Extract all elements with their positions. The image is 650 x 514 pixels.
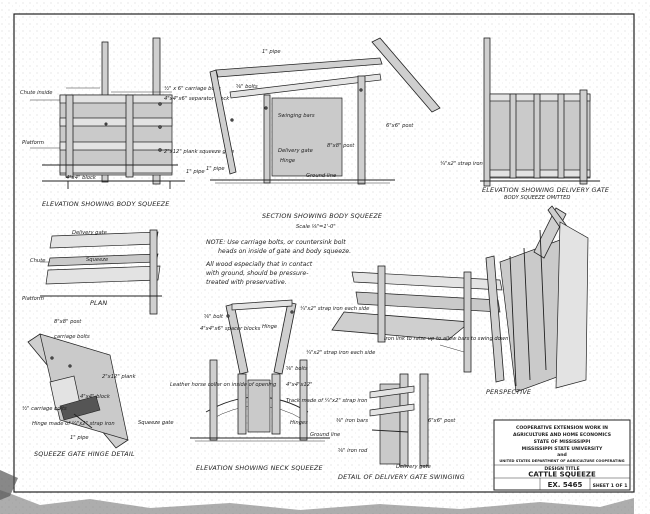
title-line-3: STATE OF MISSISSIPPI xyxy=(534,439,591,445)
title-line-5: and xyxy=(557,452,567,458)
label-iron-link: Iron link to raise up to allow bars to s… xyxy=(384,336,508,342)
label-delivery-gate: Delivery gate xyxy=(278,148,313,154)
label-swinging-bars: Swinging bars xyxy=(278,113,315,119)
label-iron-rod: ⅝" iron rod xyxy=(338,448,368,454)
label-hinge-post: 8"x8" post xyxy=(54,319,82,325)
label-plan-chute: Chute xyxy=(30,258,45,264)
note-line-2: heads on inside of gate and body squeeze… xyxy=(218,247,351,255)
label-post-8x8: 8"x8" post xyxy=(327,143,355,149)
note-line-4: with ground, should be pressure- xyxy=(206,269,308,277)
label-neck-ground-line: Ground line xyxy=(310,432,340,438)
elevation-body-squeeze-view: Chute inside Platform ½" x 6" carriage b… xyxy=(20,37,234,208)
label-hinge-pipe: 1" pipe xyxy=(70,435,89,441)
caption-hinge-detail: SQUEEZE GATE HINGE DETAIL xyxy=(34,450,135,458)
label-neck-hinge: Hinge xyxy=(262,324,277,330)
label-neck-strap-iron-2: ¼"x2" strap iron each side xyxy=(306,350,375,356)
note-line-5: treated with preservative. xyxy=(206,278,287,286)
title-block: COOPERATIVE EXTENSION WORK IN AGRICULTUR… xyxy=(493,419,631,491)
title-sheet-number: SHEET 1 OF 1 xyxy=(593,483,628,489)
label-plan-delivery-gate: Delivery gate xyxy=(72,230,107,236)
elevation-delivery-gate-view: ELEVATION SHOWING DELIVERY GATE BODY SQU… xyxy=(480,37,610,201)
caption-section-body: SECTION SHOWING BODY SQUEEZE xyxy=(262,212,383,220)
label-section-bolts: ⅝" bolts xyxy=(236,84,258,90)
perspective-view: Iron link to raise up to allow bars to s… xyxy=(331,205,589,396)
caption-elevation-body: ELEVATION SHOWING BODY SQUEEZE xyxy=(42,200,170,208)
caption-elevation-neck: ELEVATION SHOWING NECK SQUEEZE xyxy=(196,464,323,472)
label-hinge-squeeze-gate: Squeeze gate xyxy=(138,420,174,426)
title-plan-number: EX. 5465 xyxy=(548,481,583,489)
general-note: NOTE: Use carriage bolts, or countersink… xyxy=(205,238,351,286)
label-section-pipe: 1" pipe xyxy=(206,166,225,172)
scan-damage-corner xyxy=(0,470,18,500)
label-neck-track: Track made of ¼"x2" strap iron xyxy=(286,398,367,404)
label-detail-delivery-gate: Delivery gate xyxy=(396,464,431,470)
label-plan-platform: Platform xyxy=(22,296,44,302)
title-line-2: AGRICULTURE AND HOME ECONOMICS xyxy=(513,432,611,438)
label-hinge-carriage-bolt: ½" carriage bolts xyxy=(22,405,67,412)
label-block: 4"x4" block xyxy=(66,175,97,181)
label-hinge: Hinge xyxy=(280,158,295,164)
caption-plan: PLAN xyxy=(90,299,107,307)
label-neck-rings: 4"x4"x12" xyxy=(286,382,313,388)
label-neck-strap-iron: ¼"x2" strap iron each side xyxy=(300,306,369,312)
label-hinge-made-of: Hinge made of ¼"x2" strap iron xyxy=(32,421,115,427)
label-delivery-post: 6"x6" post xyxy=(428,418,456,424)
title-line-1: COOPERATIVE EXTENSION WORK IN xyxy=(516,425,608,431)
elevation-neck-squeeze-view: ⅝" bolt ¼"x2" strap iron each side Hinge… xyxy=(170,299,375,472)
label-pipe: 1" pipe xyxy=(186,169,205,175)
label-strap-iron: ¼"x2" strap iron xyxy=(440,161,483,167)
label-post-6x6: 6"x6" post xyxy=(386,123,414,129)
sheet-border xyxy=(13,13,635,493)
label-neck-spacer-blocks: 4"x4"x6" spacer blocks xyxy=(200,326,261,332)
title-line-4: MISSISSIPPI STATE UNIVERSITY xyxy=(522,446,603,452)
label-iron-bars: ⅜" iron bars xyxy=(336,418,368,424)
label-plank-squeeze: 2"x12" plank squeeze gate xyxy=(164,149,234,155)
label-ground-line: Ground line xyxy=(306,173,336,179)
label-neck-bolt: ⅝" bolt xyxy=(204,314,224,320)
caption-perspective: PERSPECTIVE xyxy=(486,388,532,396)
label-hinge-carriage-bolts: carriage bolts xyxy=(54,334,90,340)
note-line-1: NOTE: Use carriage bolts, or countersink… xyxy=(206,238,346,246)
label-section-bolt: 1" pipe xyxy=(262,49,281,55)
label-neck-leather: Leather horse collar on inside of openin… xyxy=(170,382,277,388)
plan-view: Delivery gate Chute Squeeze Platform PLA… xyxy=(22,229,162,315)
caption-delivery-detail: DETAIL OF DELIVERY GATE SWINGING xyxy=(338,473,465,481)
hinge-detail-view: 8"x8" post carriage bolts 2"x12" plank 4… xyxy=(22,319,174,458)
label-hinge-block: 4"x4" block xyxy=(80,394,111,400)
title-line-7: DESIGN TITLE xyxy=(544,466,579,472)
label-platform: Platform xyxy=(22,140,44,146)
label-plan-squeeze: Squeeze xyxy=(86,257,108,263)
section-body-squeeze-view: 1" pipe ⅝" bolts Swinging bars 6"x6" pos… xyxy=(206,37,483,230)
label-scale: Scale ⅛"=1'-0" xyxy=(296,224,336,230)
label-neck-hinges: Hinges xyxy=(290,420,308,426)
delivery-gate-detail-view: 6"x6" post ⅜" iron bars ⅝" iron rod Deli… xyxy=(336,373,465,481)
label-neck-bolts: ⅝" bolts xyxy=(286,366,308,372)
title-line-6: UNITED STATES DEPARTMENT OF AGRICULTURE … xyxy=(499,459,624,463)
label-carriage-bolts: ½" x 6" carriage bolts xyxy=(164,85,221,92)
scan-damage-bottom xyxy=(0,490,634,514)
caption-elevation-delivery: ELEVATION SHOWING DELIVERY GATE xyxy=(482,186,610,194)
title-design-name: CATTLE SQUEEZE xyxy=(528,471,596,479)
caption-body-squeeze-omitted: BODY SQUEEZE OMITTED xyxy=(504,195,570,201)
label-chute-inside: Chute inside xyxy=(20,90,52,96)
note-line-3: All wood especially that in contact xyxy=(205,260,313,268)
label-hinge-plank: 2"x12" plank xyxy=(102,374,137,380)
label-separator-block: 4"x4"x6" separator block xyxy=(164,96,230,102)
